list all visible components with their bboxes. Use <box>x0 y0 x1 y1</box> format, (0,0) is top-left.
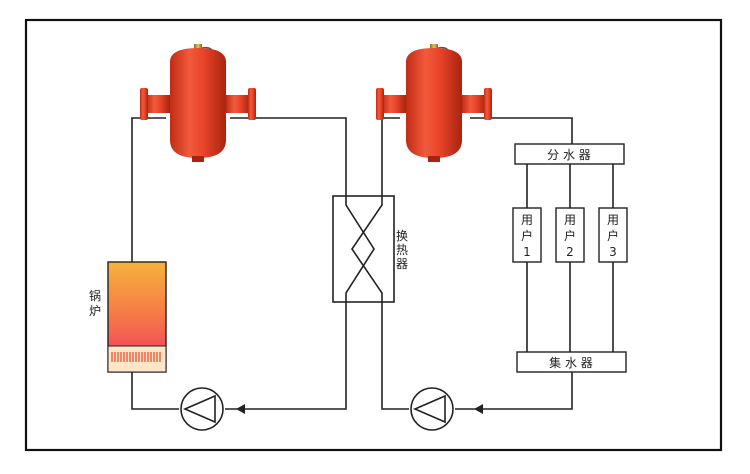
boiler-label: 锅炉 <box>89 288 101 318</box>
burner-flames <box>111 352 161 362</box>
outer-frame <box>24 18 723 452</box>
flow-arrow-icon <box>236 404 245 414</box>
circulation-pump-icon <box>410 387 454 431</box>
heat-exchanger <box>332 195 395 303</box>
circulation-pump-icon <box>180 387 224 431</box>
collector-label: 集 水 器 <box>549 355 593 370</box>
boiler <box>107 261 167 373</box>
distributor-label: 分 水 器 <box>547 148 591 162</box>
collector: 集 水 器 <box>516 351 627 373</box>
flow-arrow-icon <box>474 404 483 414</box>
primary-loop-pipes <box>131 117 347 410</box>
secondary-loop-pipes <box>381 117 614 410</box>
distributor: 分 水 器 <box>514 143 625 165</box>
heat-exchanger-label: 换热器 <box>396 229 408 271</box>
air-separator-icon <box>375 43 493 163</box>
air-separator-icon <box>139 43 257 163</box>
